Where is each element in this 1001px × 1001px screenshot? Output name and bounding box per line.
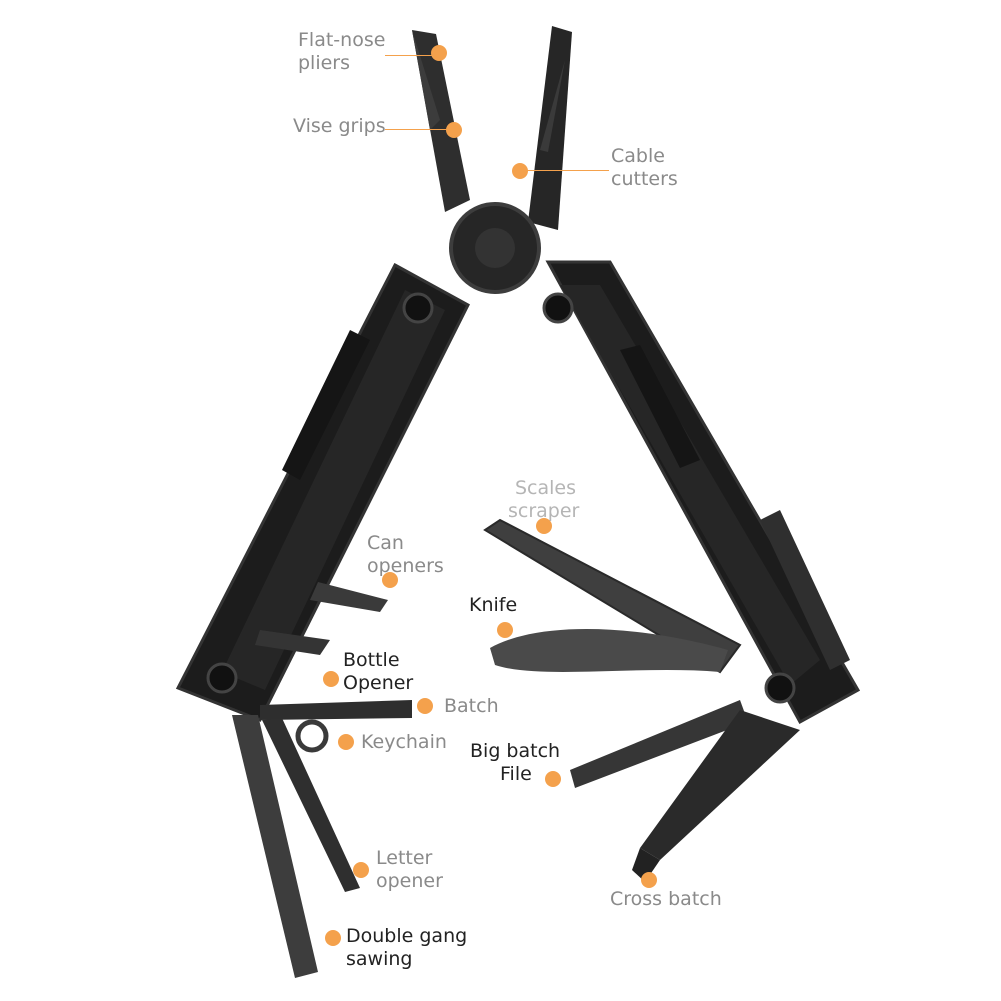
leader-line: [385, 55, 437, 56]
pliers-jaws: [412, 26, 572, 294]
leader-line: [525, 170, 609, 171]
marker-dot: [641, 872, 657, 888]
label-line: opener: [376, 870, 443, 892]
label-line: Big batch: [470, 740, 561, 762]
label-line: Vise grips: [293, 115, 386, 137]
label-letter-opener: Letter opener: [376, 847, 443, 893]
label-line: Batch: [444, 695, 499, 717]
label-line: Scales: [515, 477, 577, 499]
marker-dot: [512, 163, 528, 179]
label-line: pliers: [298, 52, 351, 74]
label-bottle-opener: Bottle Opener: [343, 649, 413, 695]
marker-dot: [325, 930, 341, 946]
label-vise-grips: Vise grips: [293, 115, 386, 138]
label-line: Letter: [376, 847, 433, 869]
label-line: Can: [367, 532, 404, 554]
marker-dot: [497, 622, 513, 638]
label-line: Cross batch: [610, 888, 722, 910]
label-cable-cutters: Cable cutters: [611, 145, 678, 191]
marker-dot: [417, 698, 433, 714]
label-big-batch-file: Big batch File: [470, 740, 560, 786]
label-line: Opener: [343, 672, 414, 694]
marker-dot: [536, 518, 552, 534]
label-line: scraper: [508, 500, 580, 522]
leader-line: [385, 129, 447, 130]
label-line: Double gang: [346, 925, 468, 947]
marker-dot: [338, 734, 354, 750]
label-line: cutters: [611, 168, 678, 190]
label-line: File: [500, 763, 532, 785]
label-scales-scraper: Scales scraper: [508, 477, 579, 523]
label-line: Cable: [611, 145, 665, 167]
label-knife: Knife: [469, 594, 517, 617]
label-flat-nose-pliers: Flat-nose pliers: [298, 29, 385, 75]
right-handle: [542, 260, 861, 725]
marker-dot: [382, 572, 398, 588]
label-cross-batch: Cross batch: [610, 888, 722, 911]
label-line: openers: [367, 555, 444, 577]
label-line: Bottle: [343, 649, 400, 671]
left-handle: [175, 262, 470, 722]
label-can-openers: Can openers: [367, 532, 444, 578]
marker-dot: [431, 45, 447, 61]
label-line: Knife: [469, 594, 518, 616]
label-line: Flat-nose: [298, 29, 386, 51]
label-double-gang-sawing: Double gang sawing: [346, 925, 467, 971]
marker-dot: [353, 862, 369, 878]
marker-dot: [323, 671, 339, 687]
label-keychain: Keychain: [361, 731, 447, 754]
label-batch: Batch: [444, 695, 499, 718]
label-line: sawing: [346, 948, 413, 970]
label-line: Keychain: [361, 731, 447, 753]
left-tools: [232, 582, 412, 978]
right-tools: [483, 518, 800, 882]
marker-dot: [545, 771, 561, 787]
marker-dot: [446, 122, 462, 138]
